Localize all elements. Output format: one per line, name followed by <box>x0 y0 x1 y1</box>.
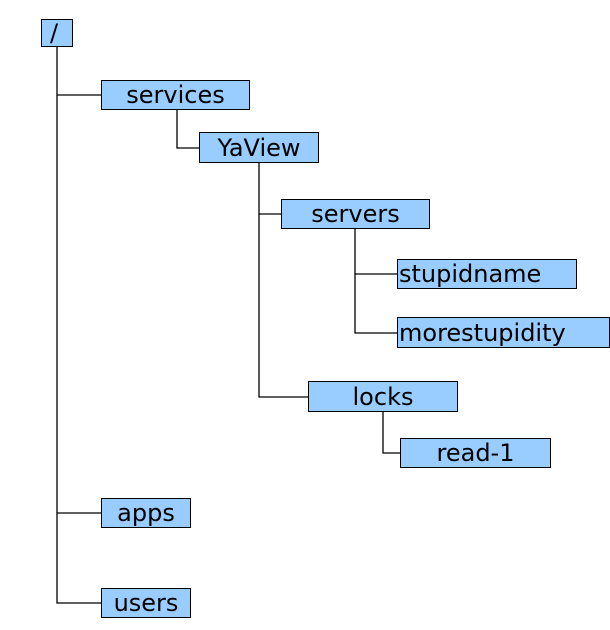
tree-node-label: apps <box>117 499 175 527</box>
tree-node-servers[interactable]: servers <box>281 199 430 229</box>
tree-node-yaview[interactable]: YaView <box>199 132 319 163</box>
tree-node-label: services <box>126 81 225 109</box>
tree-node-read-1[interactable]: read-1 <box>400 438 551 468</box>
connector-yaview-children <box>258 163 308 398</box>
tree-node-label: users <box>113 589 179 617</box>
tree-node-services[interactable]: services <box>101 80 250 110</box>
tree-node-users[interactable]: users <box>101 588 191 618</box>
tree-node-label: stupidname <box>399 260 542 288</box>
connector-services-yaview <box>176 110 199 149</box>
tree-node-root[interactable]: / <box>41 19 73 47</box>
tree-node-label: morestupidity <box>399 318 566 347</box>
tree-node-label: servers <box>311 200 400 228</box>
connector-servers-children <box>354 229 397 334</box>
tree-node-stupidname[interactable]: stupidname <box>397 259 577 289</box>
connector-locks-read1 <box>382 412 400 454</box>
connector-root-children <box>56 47 101 604</box>
tree-node-locks[interactable]: locks <box>308 381 458 412</box>
tree-node-label: locks <box>352 382 414 411</box>
tree-node-label: read-1 <box>436 439 515 467</box>
tree-node-label: YaView <box>217 133 301 162</box>
tree-node-label: / <box>50 19 59 47</box>
tree-node-morestupidity[interactable]: morestupidity <box>397 317 610 348</box>
tree-node-apps[interactable]: apps <box>101 498 191 528</box>
